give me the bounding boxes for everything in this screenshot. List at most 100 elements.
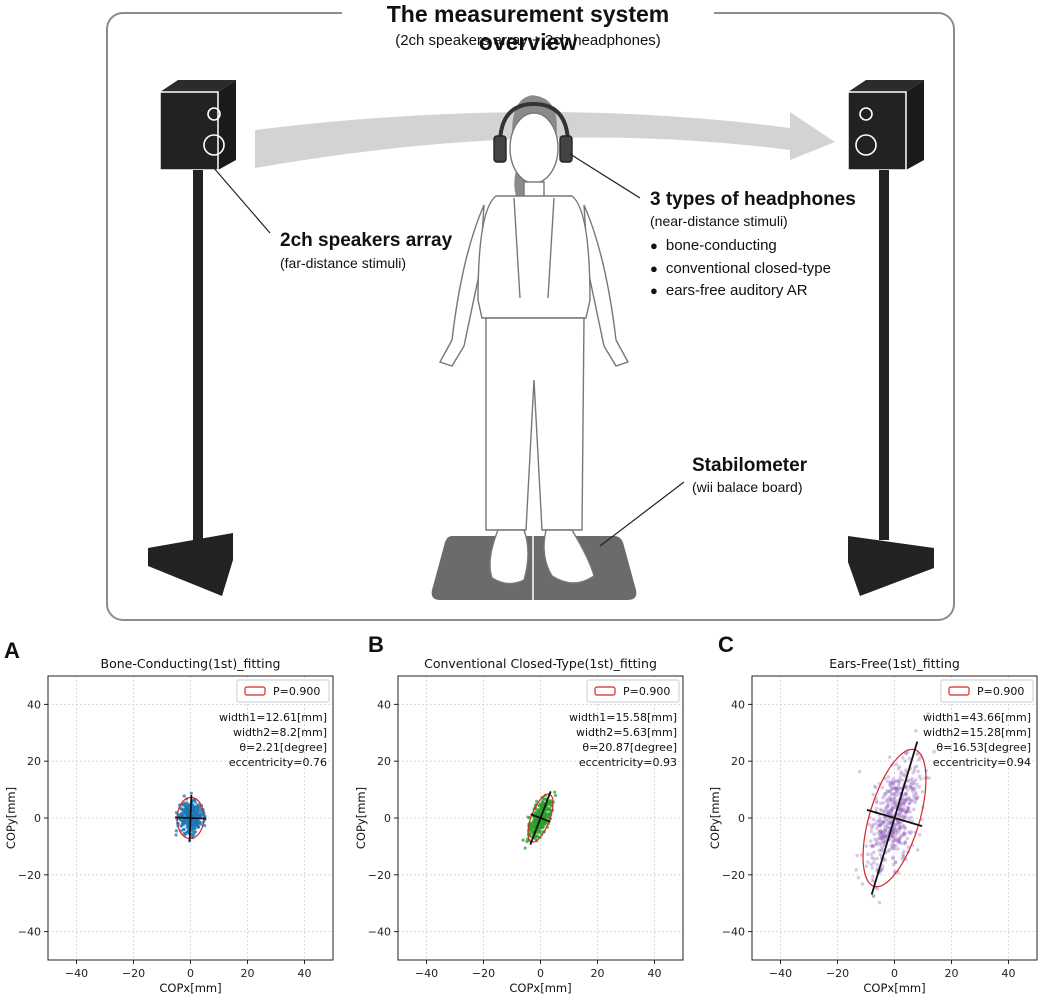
headphone-left-cup [493,135,507,163]
fit-annotation: width1=15.58[mm] [569,711,677,724]
headphone-type-item: conventional closed-type [650,258,831,281]
data-point [915,752,919,757]
fit-annotation: eccentricity=0.93 [579,756,677,769]
y-tick-label: 20 [377,755,391,768]
data-point [868,839,873,843]
data-point [907,756,912,761]
data-point [880,836,885,841]
headphone-type-item: ears-free auditory AR [650,280,831,303]
data-point [898,835,903,840]
data-point [883,834,888,839]
data-point [878,823,882,828]
data-point [190,834,194,839]
data-point [902,772,906,777]
data-point [887,820,892,825]
data-point [905,836,910,841]
data-point [910,781,915,786]
data-point [902,830,907,835]
trousers [485,317,585,531]
data-point [892,837,897,842]
data-point [545,814,549,818]
data-point [192,830,196,834]
fit-annotation: eccentricity=0.94 [933,756,1031,769]
data-point [900,801,904,806]
y-tick-label: 40 [731,698,745,711]
data-point [908,782,913,786]
legend-label: P=0.900 [977,685,1024,698]
data-point [874,841,879,846]
data-point [903,840,908,844]
plot-title: Ears-Free(1st)_fitting [829,656,960,671]
data-point [913,798,918,802]
x-tick-label: −20 [826,967,849,980]
data-point [898,803,903,808]
data-point [911,786,915,791]
data-point [891,806,896,810]
data-point [886,811,890,816]
data-point [539,806,543,811]
data-point [904,809,909,814]
data-point [875,826,879,831]
data-point [905,809,910,814]
cardigan-opening [513,197,555,299]
y-tick-label: 0 [384,812,391,825]
data-point [890,806,894,811]
data-point [897,780,902,785]
data-point [912,793,916,797]
data-point [880,821,885,826]
data-point [903,791,908,796]
data-point [904,768,908,772]
data-point [899,841,904,846]
data-point [915,796,919,801]
data-point [886,812,891,816]
data-point [908,785,912,789]
data-point [904,796,908,801]
headphone-type-item: bone-conducting [650,235,831,258]
x-tick-label: 0 [187,967,194,980]
data-point [179,807,183,811]
data-point [181,810,185,815]
data-point [902,773,907,778]
speakers-title: 2ch speakers array [280,230,453,251]
data-point [896,837,900,842]
data-point [886,801,890,805]
data-point [889,807,894,811]
data-point [888,783,892,787]
data-point [876,823,881,828]
data-point [898,806,903,811]
data-point [888,812,893,817]
data-point [878,829,882,834]
data-point [888,789,893,794]
data-point [901,831,906,836]
data-point [535,810,539,814]
data-point [878,833,883,837]
data-point [891,841,895,845]
data-point [885,824,890,829]
data-point [905,808,910,813]
x-tick-label: −20 [122,967,145,980]
data-point [891,829,895,834]
data-point [915,782,920,787]
data-point [892,781,896,785]
data-point [854,868,859,872]
data-point [553,793,558,798]
data-point [893,860,898,865]
data-point [185,814,190,818]
x-tick-label: −20 [472,967,495,980]
data-point [889,809,894,813]
fit-annotation: width2=15.28[mm] [923,726,1031,739]
data-point [535,799,539,803]
left-stand-pole [193,170,203,540]
y-tick-label: −40 [368,926,391,939]
data-point [909,829,914,834]
scatter-plot-b: Conventional Closed-Type(1st)_fitting−40… [350,650,700,1002]
data-point [888,781,893,785]
data-point [881,820,885,824]
data-point [907,797,912,802]
data-point [880,830,885,834]
data-point [896,847,900,851]
data-point [887,810,891,815]
data-point [878,824,882,828]
